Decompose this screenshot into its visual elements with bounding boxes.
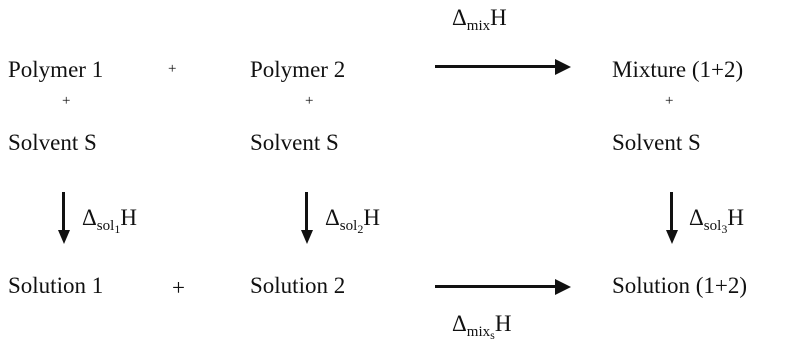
- dissolution-arrow-3: [665, 192, 679, 244]
- delta-mix-h-label: ΔmixH: [452, 5, 507, 34]
- delta-sol2-h-label: Δsol2H: [325, 205, 380, 236]
- delta-sol1-h-label: Δsol1H: [82, 205, 137, 236]
- delta-mixs-h-label: ΔmixsH: [452, 311, 512, 342]
- solvent-s-label: Solvent S: [8, 130, 97, 155]
- solution-1-2-label: Solution (1+2): [612, 273, 748, 298]
- solution-2-label: Solution 2: [250, 273, 346, 298]
- solvent-s-label: Solvent S: [612, 130, 701, 155]
- dissolution-arrow-1: [57, 192, 71, 244]
- plus-sign: +: [665, 93, 674, 109]
- plus-sign: +: [168, 61, 177, 77]
- mixture-label: Mixture (1+2): [612, 57, 744, 82]
- delta-sol3-h-label: Δsol3H: [689, 205, 744, 236]
- plus-sign: +: [62, 93, 71, 109]
- polymer-1-label: Polymer 1: [8, 57, 104, 82]
- plus-sign: +: [172, 275, 185, 300]
- dissolution-arrow-2: [300, 192, 314, 244]
- solution-mixing-arrow: [435, 279, 571, 295]
- mixing-arrow: [435, 59, 571, 75]
- plus-sign: +: [305, 93, 314, 109]
- polymer-2-label: Polymer 2: [250, 57, 346, 82]
- solvent-s-label: Solvent S: [250, 130, 339, 155]
- solution-1-label: Solution 1: [8, 273, 104, 298]
